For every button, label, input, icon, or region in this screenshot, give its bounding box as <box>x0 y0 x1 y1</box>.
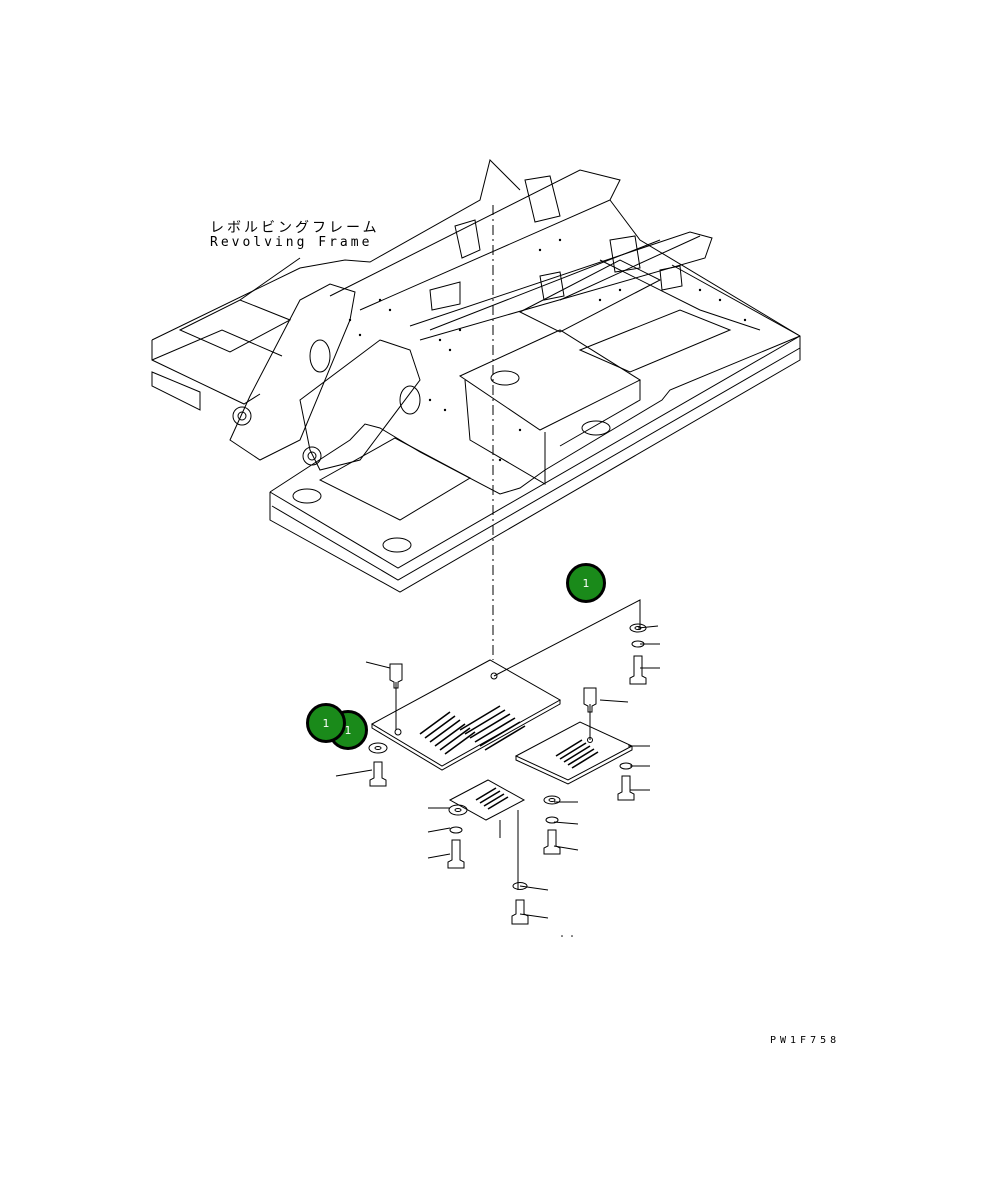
part-callout-button[interactable]: 1 <box>306 703 346 743</box>
stray-marks <box>561 935 573 937</box>
frame-label-japanese: レボルビングフレーム <box>210 220 380 236</box>
fasteners <box>368 623 647 925</box>
part-callout-button[interactable]: 1 <box>566 563 606 603</box>
leader-lines <box>335 599 660 919</box>
main-cover-plate <box>370 659 562 771</box>
frame-label-leader <box>239 257 301 301</box>
small-cover-plate <box>448 779 526 821</box>
part-callout-button[interactable]: 1 <box>328 710 368 750</box>
revolving-frame <box>151 159 801 593</box>
frame-label-english: Revolving Frame <box>210 235 373 250</box>
drawing-code: PW1F758 <box>770 1035 841 1046</box>
right-cover-plate <box>514 721 634 785</box>
